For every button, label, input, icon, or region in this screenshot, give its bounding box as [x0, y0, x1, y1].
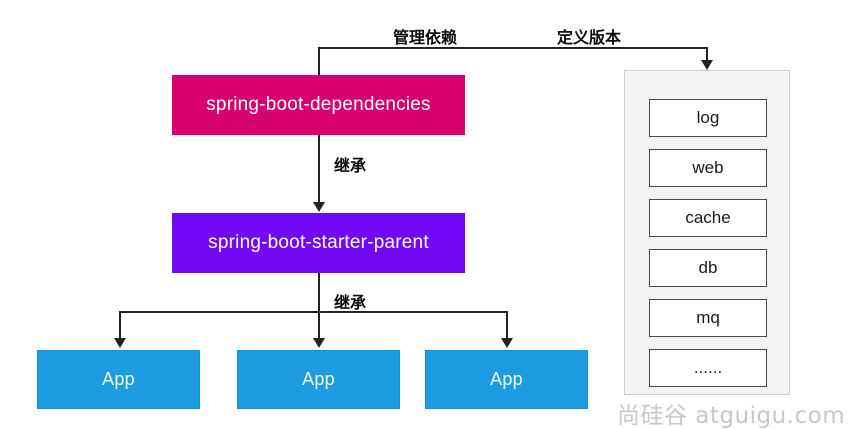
arrow-into-starter-panel	[701, 60, 713, 70]
watermark: 尚硅谷 atguigu.com	[617, 403, 846, 429]
starter-item-db-label: db	[698, 258, 718, 277]
starter-item-mq[interactable]: mq	[649, 299, 767, 337]
connector-top-left-stub	[318, 47, 320, 76]
label-define-versions: 定义版本	[557, 28, 622, 47]
node-spring-boot-starter-parent[interactable]: spring-boot-starter-parent	[172, 213, 465, 273]
node-app-1-label: App	[102, 369, 135, 389]
connector-top-right-stub	[706, 47, 708, 62]
connector-parent-stem	[318, 273, 320, 312]
node-app-2[interactable]: App	[237, 350, 400, 409]
node-spring-boot-dependencies[interactable]: spring-boot-dependencies	[172, 75, 465, 135]
starter-item-cache-label: cache	[685, 208, 731, 227]
connector-top-horizontal	[318, 47, 708, 49]
connector-deps-to-parent	[318, 135, 320, 203]
starter-panel: log web cache db mq ......	[624, 70, 790, 395]
starter-item-more-label: ......	[693, 358, 723, 377]
label-inherit-top: 继承	[334, 156, 367, 175]
starter-item-log-label: log	[696, 108, 720, 127]
starter-item-web-label: web	[692, 158, 724, 177]
node-app-3[interactable]: App	[425, 350, 588, 409]
node-spring-boot-dependencies-label: spring-boot-dependencies	[206, 94, 431, 115]
connector-app-1-drop	[119, 311, 121, 340]
starter-item-web[interactable]: web	[649, 149, 767, 187]
arrow-into-starter-parent	[313, 202, 325, 212]
node-app-2-label: App	[302, 369, 335, 389]
starter-item-cache[interactable]: cache	[649, 199, 767, 237]
arrow-into-app-1	[114, 338, 126, 348]
label-manage-dependencies: 管理依赖	[393, 28, 458, 47]
connector-app-3-drop	[506, 311, 508, 340]
node-app-1[interactable]: App	[37, 350, 200, 409]
starter-item-log[interactable]: log	[649, 99, 767, 137]
connector-app-2-drop	[318, 311, 320, 340]
arrow-into-app-2	[313, 338, 325, 348]
label-inherit-bottom: 继承	[334, 293, 367, 312]
node-app-3-label: App	[490, 369, 523, 389]
starter-item-more[interactable]: ......	[649, 349, 767, 387]
starter-item-mq-label: mq	[696, 308, 720, 327]
node-spring-boot-starter-parent-label: spring-boot-starter-parent	[208, 232, 429, 253]
arrow-into-app-3	[501, 338, 513, 348]
starter-item-db[interactable]: db	[649, 249, 767, 287]
connector-apps-horizontal	[119, 311, 508, 313]
